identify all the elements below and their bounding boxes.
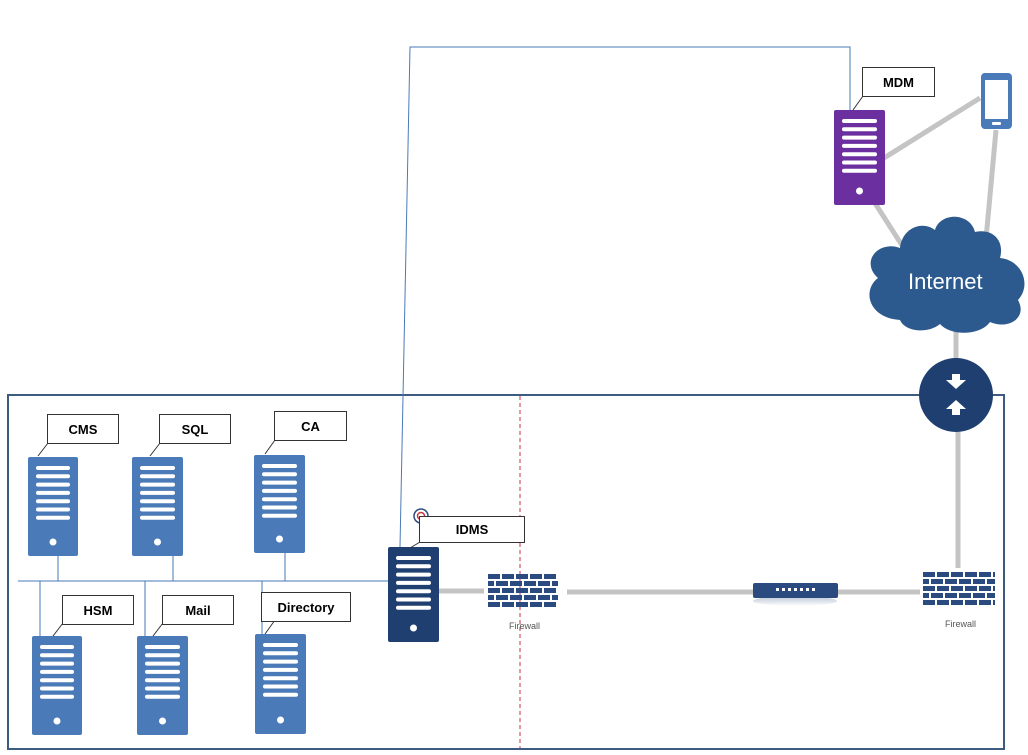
cms-server-icon: [28, 457, 78, 556]
label-leaders: [37, 95, 864, 637]
mail-server-icon: [137, 636, 188, 735]
ca-server-icon: [254, 455, 305, 553]
firewall-right-icon: [923, 572, 995, 605]
router-icon: [753, 583, 838, 606]
internet-cloud: [869, 216, 1025, 333]
hsm-server-icon: [32, 636, 82, 735]
firewall-right-caption: Firewall: [945, 619, 977, 629]
cms-label: CMS: [47, 414, 119, 444]
idms-label: IDMS: [419, 516, 525, 543]
idms-server-icon: [388, 547, 439, 642]
hsm-label: HSM: [62, 595, 134, 625]
firewall-left-caption: Firewall: [509, 621, 541, 631]
directory-server-icon: [255, 634, 306, 734]
internet-label: Internet: [908, 269, 983, 294]
enterprise-zone-border: [7, 394, 1005, 750]
internet-gateway-icon: [919, 358, 993, 432]
mdm-server-icon: [834, 110, 885, 205]
mobile-phone-icon: [981, 73, 1012, 129]
sql-server-icon: [132, 457, 183, 556]
sql-label: SQL: [159, 414, 231, 444]
firewall-left-icon: [488, 574, 558, 607]
mdm-label: MDM: [862, 67, 935, 97]
idms-mdm-link: [399, 46, 851, 548]
network-links: [438, 95, 999, 595]
directory-label: Directory: [261, 592, 351, 622]
ca-label: CA: [274, 411, 347, 441]
mail-label: Mail: [162, 595, 234, 625]
